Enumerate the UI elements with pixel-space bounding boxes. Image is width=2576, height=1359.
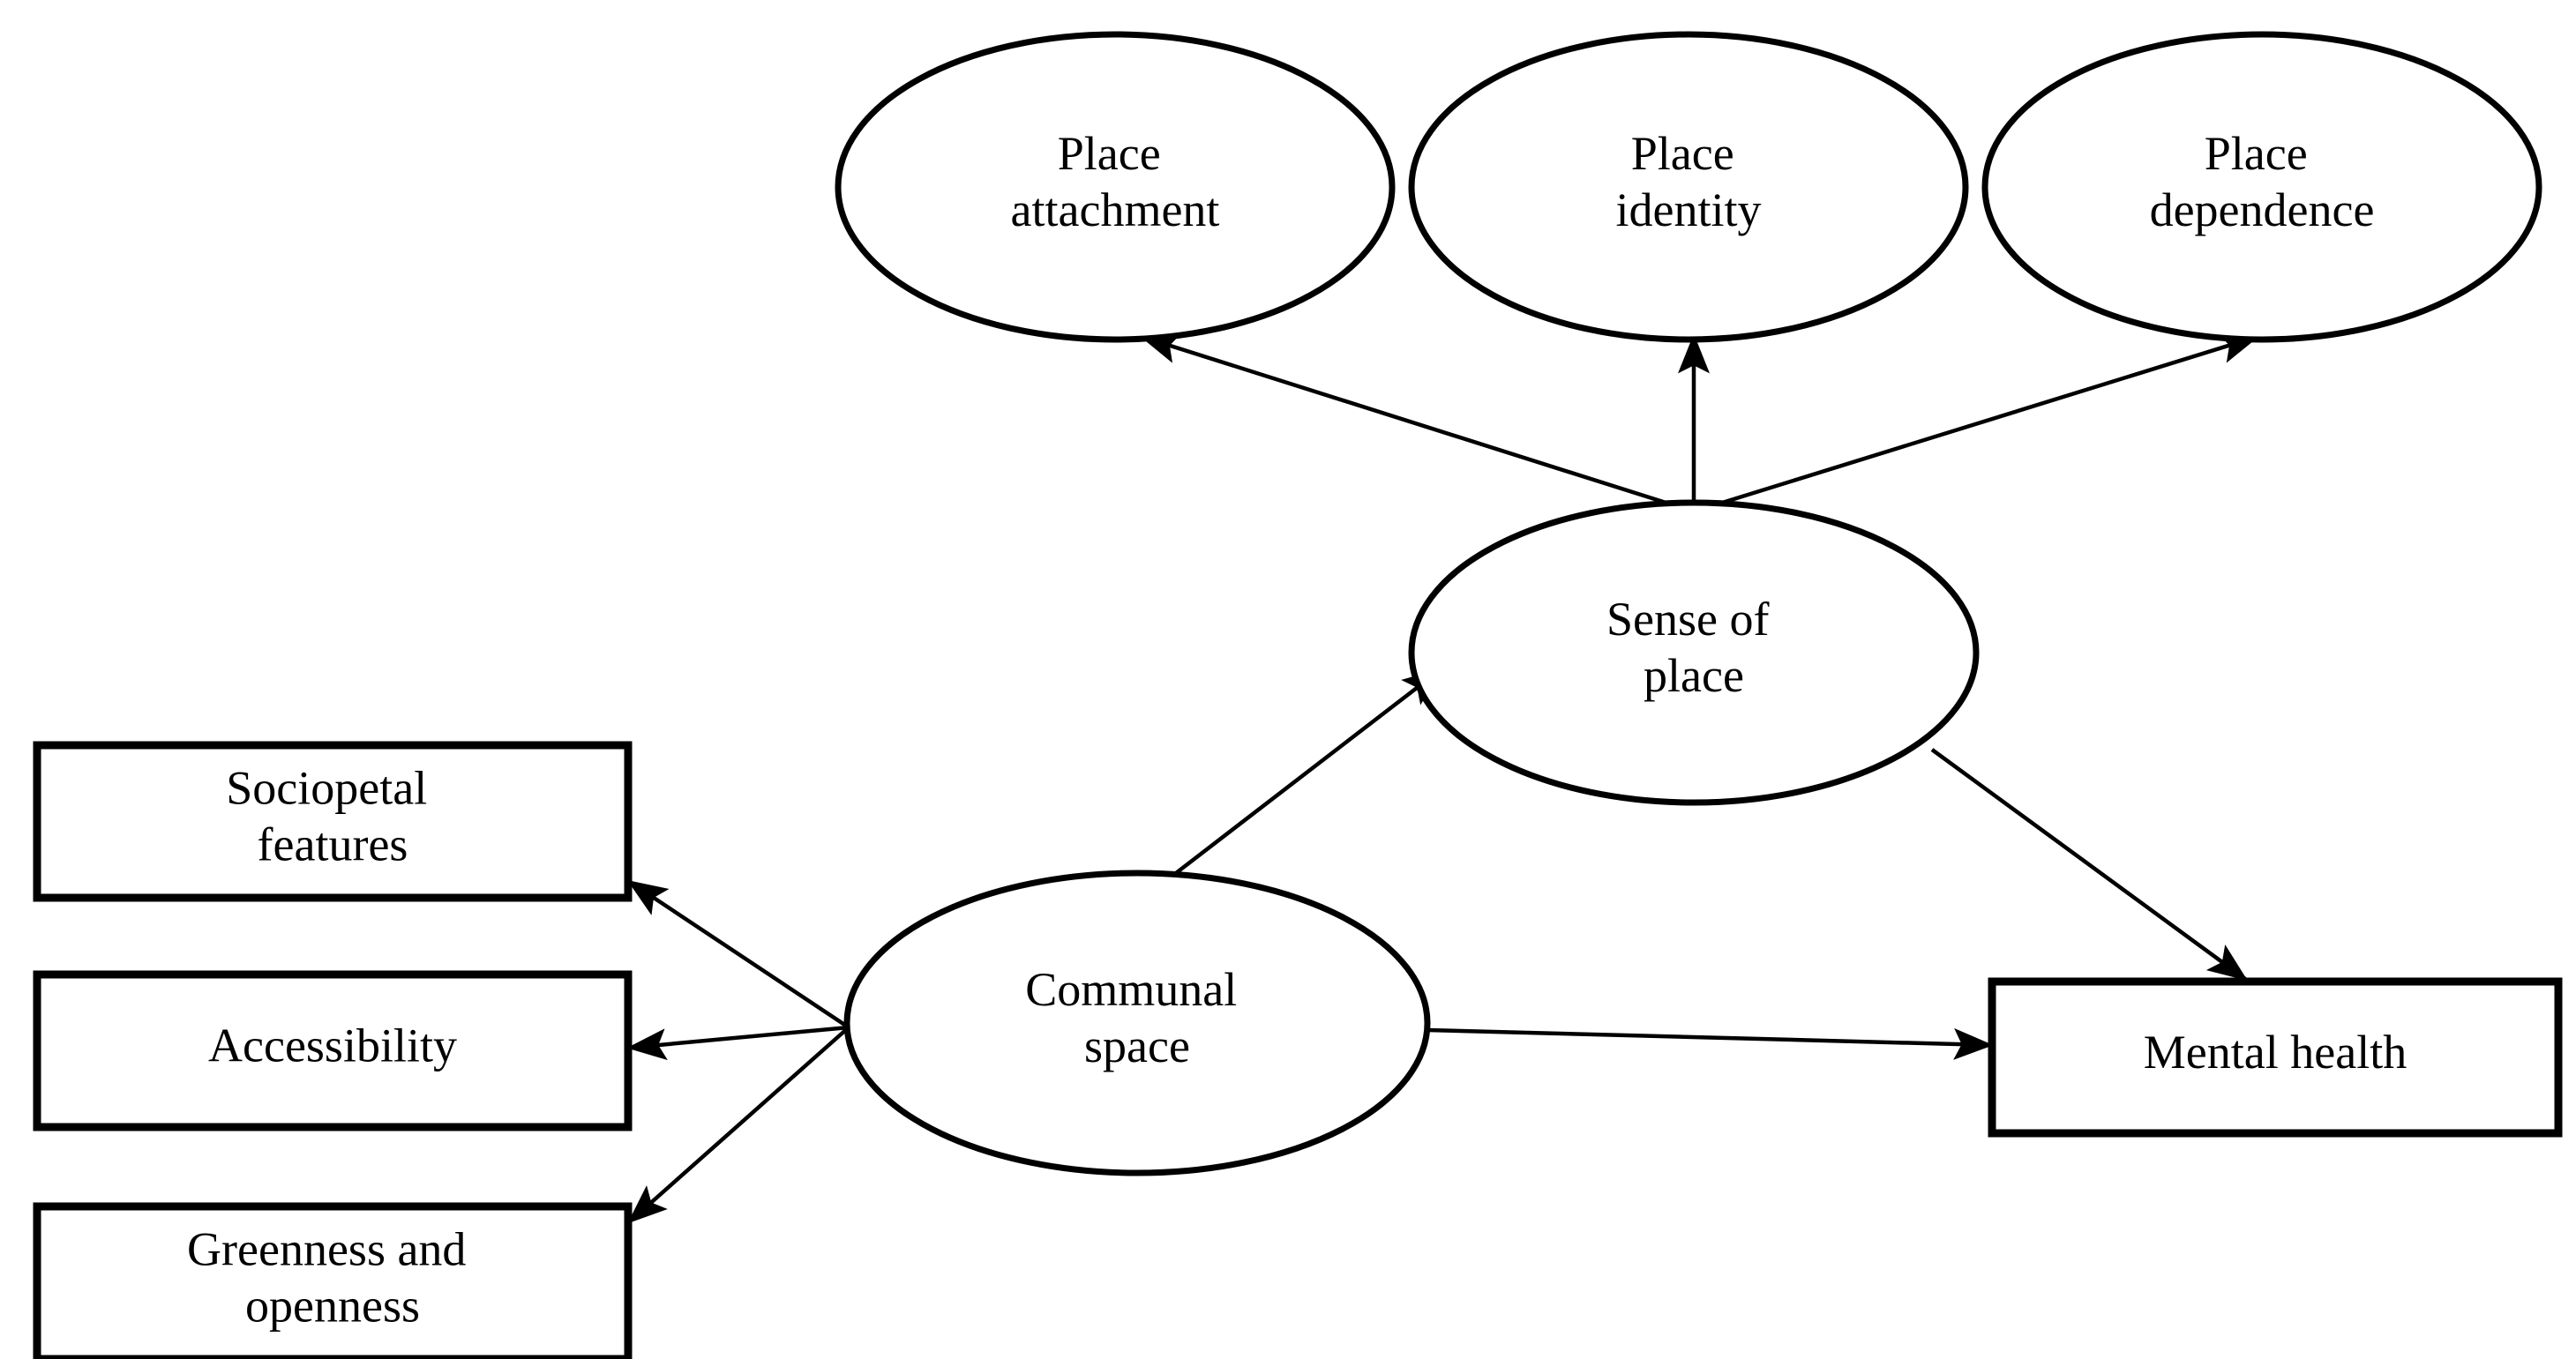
sense-of-place-ellipse[interactable]: [1408, 499, 1980, 806]
place-dependence-ellipse[interactable]: [1981, 31, 2542, 343]
greenness-and-openness-box[interactable]: [33, 1202, 633, 1359]
sense-of-place-label: Sense of place: [1606, 593, 1781, 702]
greenness-and-openness-label-line-1: Greenness and: [187, 1223, 466, 1276]
node-mental-health[interactable]: Mental health: [1988, 977, 2563, 1138]
sense-of-place-label-line-1: Sense of: [1606, 593, 1769, 646]
communal-space-label: Communal space: [1025, 963, 1249, 1072]
node-place-dependence[interactable]: Place dependence: [1981, 31, 2542, 343]
edge-communal-space-to-accessibility: [626, 1025, 850, 1061]
edge-communal-space-to-greenness-and-openness: [627, 1026, 850, 1224]
node-accessibility[interactable]: Accessibility: [33, 970, 633, 1131]
place-identity-label: Place identity: [1616, 127, 1762, 236]
edge-communal-space-to-sense-of-place: [1163, 668, 1442, 884]
sense-of-place-label-line-2: place: [1644, 649, 1744, 702]
edge-sense-of-place-to-place-attachment: [1139, 332, 1695, 514]
accessibility-label: Accessibility: [208, 1019, 457, 1072]
node-greenness-and-openness[interactable]: Greenness and openness: [33, 1202, 633, 1359]
edge-communal-space-to-sociopetal-features: [627, 880, 850, 1029]
node-place-identity[interactable]: Place identity: [1408, 31, 1969, 343]
edge-communal-space-to-mental-health: [1427, 1027, 1994, 1060]
place-attachment-label-line-2: attachment: [1011, 183, 1220, 236]
edge-sense-of-place-to-mental-health: [1930, 748, 2248, 982]
communal-space-label-line-2: space: [1084, 1019, 1190, 1072]
node-place-attachment[interactable]: Place attachment: [835, 31, 1396, 343]
greenness-and-openness-label-line-2: openness: [245, 1280, 420, 1333]
sociopetal-features-label-line-1: Sociopetal: [226, 762, 427, 815]
node-sociopetal-features[interactable]: Sociopetal features: [33, 741, 633, 902]
place-dependence-label: Place dependence: [2150, 127, 2375, 236]
place-attachment-label: Place attachment: [1011, 127, 1220, 236]
place-identity-label-line-2: identity: [1616, 183, 1762, 236]
node-sense-of-place[interactable]: Sense of place: [1408, 499, 1980, 806]
communal-space-label-line-1: Communal: [1025, 963, 1237, 1016]
mental-health-label-line-1: Mental health: [2144, 1026, 2407, 1079]
edges-layer: [626, 332, 2260, 1224]
sociopetal-features-box[interactable]: [33, 741, 633, 902]
mental-health-box[interactable]: [1988, 977, 2563, 1138]
place-dependence-label-line-1: Place: [2205, 127, 2308, 180]
accessibility-box[interactable]: [33, 970, 633, 1131]
place-dependence-label-line-2: dependence: [2150, 183, 2375, 236]
place-attachment-label-line-1: Place: [1058, 127, 1161, 180]
place-attachment-ellipse[interactable]: [835, 31, 1396, 343]
mental-health-label: Mental health: [2144, 1026, 2407, 1079]
sociopetal-features-label: Sociopetal features: [226, 762, 438, 871]
edge-sense-of-place-to-place-dependence: [1693, 332, 2260, 514]
node-communal-space[interactable]: Communal space: [843, 870, 1431, 1176]
communal-space-ellipse[interactable]: [843, 870, 1431, 1176]
accessibility-label-line-1: Accessibility: [208, 1019, 457, 1072]
place-identity-label-line-1: Place: [1631, 127, 1734, 180]
nodes-layer: Place attachment Place identity Place de…: [33, 31, 2563, 1359]
greenness-and-openness-label: Greenness and openness: [187, 1223, 478, 1333]
sociopetal-features-label-line-2: features: [258, 818, 408, 871]
place-identity-ellipse[interactable]: [1408, 31, 1969, 343]
